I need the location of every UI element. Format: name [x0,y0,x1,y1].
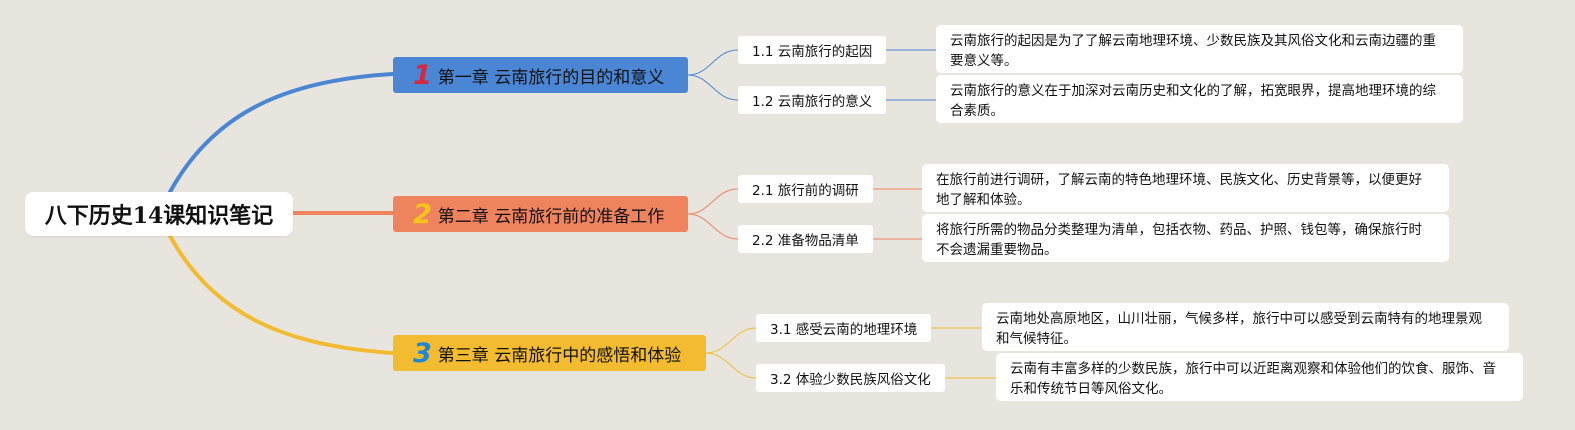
note-3-2-text: 云南有丰富多样的少数民族，旅行中可以近距离观察和体验他们的饮食、服饰、音乐和传统… [1010,361,1496,397]
chapter-3-title: 第三章 云南旅行中的感悟和体验 [437,345,682,366]
note-1-2[interactable]: 云南旅行的意义在于加深对云南历史和文化的了解，拓宽眼界，提高地理环境的综合素质。 [936,75,1463,123]
chapter-3-to-sub-2-line [705,352,757,379]
subtopic-3-2[interactable]: 3.2 体验少数民族风俗文化 [756,364,945,392]
subtopic-1-2[interactable]: 1.2 云南旅行的意义 [738,86,887,114]
chapter-3-to-sub-1-line [705,327,757,354]
subtopic-3-1-label: 3.1 感受云南的地理环境 [770,322,918,338]
note-2-2-text: 将旅行所需的物品分类整理为清单，包括衣物、药品、护照、钱包等，确保旅行时不会遗漏… [936,222,1422,258]
chapter-2-number: 2 [413,198,432,230]
note-2-1[interactable]: 在旅行前进行调研，了解云南的特色地理环境、民族文化、历史背景等，以便更好地了解和… [922,164,1449,212]
chapter-1-to-sub-2-line [687,74,739,101]
subtopic-2-2-label: 2.2 准备物品清单 [752,233,859,249]
chapter-2-to-sub-1-line [687,188,739,215]
note-1-1[interactable]: 云南旅行的起因是为了了解云南地理环境、少数民族及其风俗文化和云南边疆的重要意义等… [936,25,1463,73]
chapter-3-number: 3 [413,337,432,369]
note-2-1-text: 在旅行前进行调研，了解云南的特色地理环境、民族文化、历史背景等，以便更好地了解和… [936,172,1422,208]
chapter-1-to-sub-1-line [687,49,739,76]
subtopic-2-1[interactable]: 2.1 旅行前的调研 [738,175,873,203]
note-1-1-text: 云南旅行的起因是为了了解云南地理环境、少数民族及其风俗文化和云南边疆的重要意义等… [950,33,1436,69]
chapter-1-number: 1 [413,59,432,91]
chapter-1-title: 第一章 云南旅行的目的和意义 [437,67,665,88]
root-to-chapter-3-line [168,234,395,355]
chapter-2-to-sub-2-line [687,213,739,240]
root-to-chapter-1-line [168,72,395,194]
subtopic-3-2-label: 3.2 体验少数民族风俗文化 [770,372,931,388]
note-3-2[interactable]: 云南有丰富多样的少数民族，旅行中可以近距离观察和体验他们的饮食、服饰、音乐和传统… [996,353,1523,401]
chapter-2-topic[interactable]: 2 第二章 云南旅行前的准备工作 [393,196,688,232]
root-topic[interactable]: 八下历史14课知识笔记 [25,192,293,236]
subtopic-1-1-label: 1.1 云南旅行的起因 [752,44,873,60]
subtopic-3-1[interactable]: 3.1 感受云南的地理环境 [756,314,932,342]
note-3-1[interactable]: 云南地处高原地区，山川壮丽，气候多样，旅行中可以感受到云南特有的地理景观和气候特… [982,303,1509,351]
note-2-2[interactable]: 将旅行所需的物品分类整理为清单，包括衣物、药品、护照、钱包等，确保旅行时不会遗漏… [922,214,1449,262]
chapter-2-title: 第二章 云南旅行前的准备工作 [437,206,665,227]
subtopic-2-2[interactable]: 2.2 准备物品清单 [738,225,873,253]
chapter-3-topic[interactable]: 3 第三章 云南旅行中的感悟和体验 [393,335,706,371]
subtopic-2-1-label: 2.1 旅行前的调研 [752,183,859,199]
subtopic-1-2-label: 1.2 云南旅行的意义 [752,94,873,110]
note-1-2-text: 云南旅行的意义在于加深对云南历史和文化的了解，拓宽眼界，提高地理环境的综合素质。 [950,83,1436,119]
note-3-1-text: 云南地处高原地区，山川壮丽，气候多样，旅行中可以感受到云南特有的地理景观和气候特… [996,311,1482,347]
subtopic-1-1[interactable]: 1.1 云南旅行的起因 [738,36,887,64]
chapter-1-topic[interactable]: 1 第一章 云南旅行的目的和意义 [393,57,688,93]
